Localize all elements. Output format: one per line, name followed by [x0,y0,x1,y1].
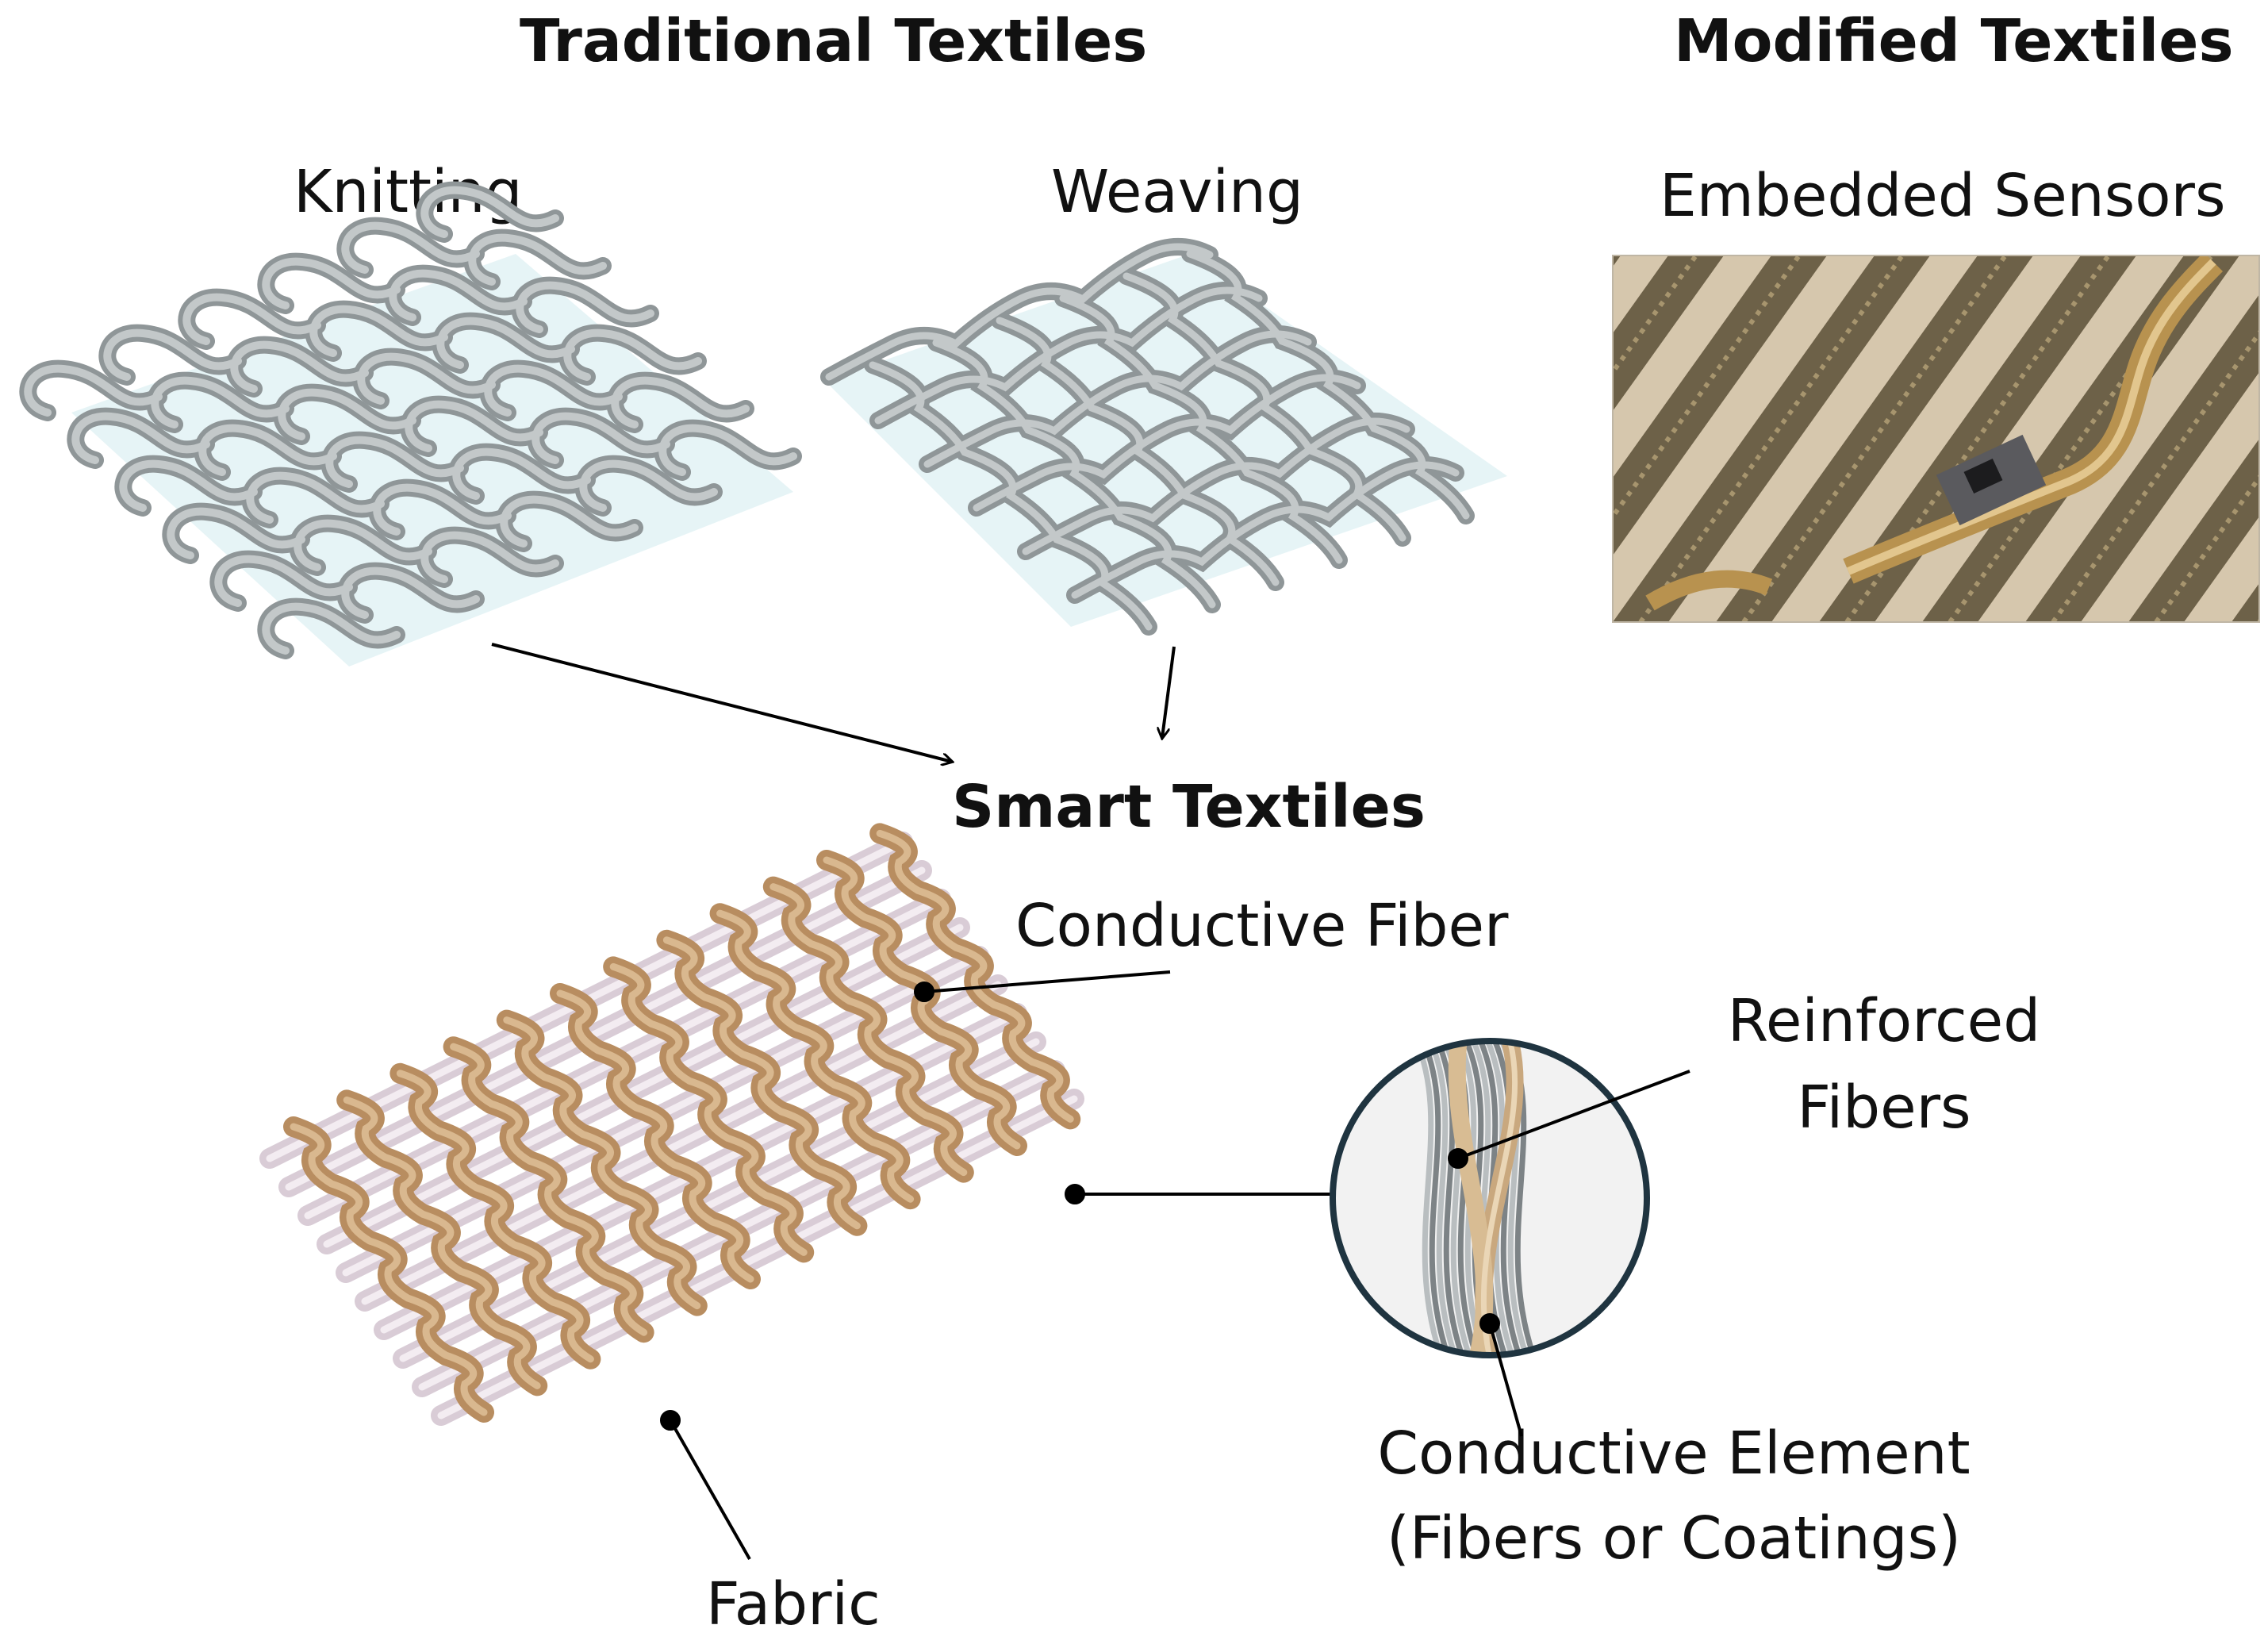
label-reinforced-fibers: Reinforced Fibers [1706,987,2063,1143]
leader-fabric [669,1419,751,1560]
label-weaving: Weaving [1051,158,1303,226]
weaving-swatch [820,238,1507,636]
label-fabric: Fabric [706,1570,881,1638]
dot-zoom [1065,1184,1085,1204]
label-embedded-sensors: Embedded Sensors [1660,162,2226,230]
embedded-sensor-photo [1612,255,2260,623]
label-reinforced-line1: Reinforced [1727,987,2041,1055]
heading-smart-textiles: Smart Textiles [952,773,1426,841]
dot-element [1479,1313,1500,1334]
heading-traditional-textiles: Traditional Textiles [520,7,1148,75]
leader-conductive-fiber [923,970,1171,993]
arrow-knitting-to-smart [491,643,952,762]
label-conductive-fiber: Conductive Fiber [1015,892,1509,960]
leader-reinforced [1457,1070,1690,1160]
dot-conductive-fiber [914,982,934,1002]
label-element-line2: (Fibers or Coatings) [1387,1504,1961,1573]
label-element-line1: Conductive Element [1377,1419,1971,1488]
zoom-circle [1330,1038,1650,1358]
arrow-weaving-to-smart [1162,646,1176,738]
label-reinforced-line2: Fibers [1797,1074,1971,1143]
label-conductive-element: Conductive Element (Fibers or Coatings) [1349,1419,1999,1573]
smart-fabric [259,823,1084,1426]
heading-modified-textiles: Modified Textiles [1674,7,2234,75]
knitting-swatch [19,181,802,666]
dot-reinforced [1448,1148,1468,1169]
leader-element [1488,1323,1523,1437]
dot-fabric [660,1410,681,1431]
